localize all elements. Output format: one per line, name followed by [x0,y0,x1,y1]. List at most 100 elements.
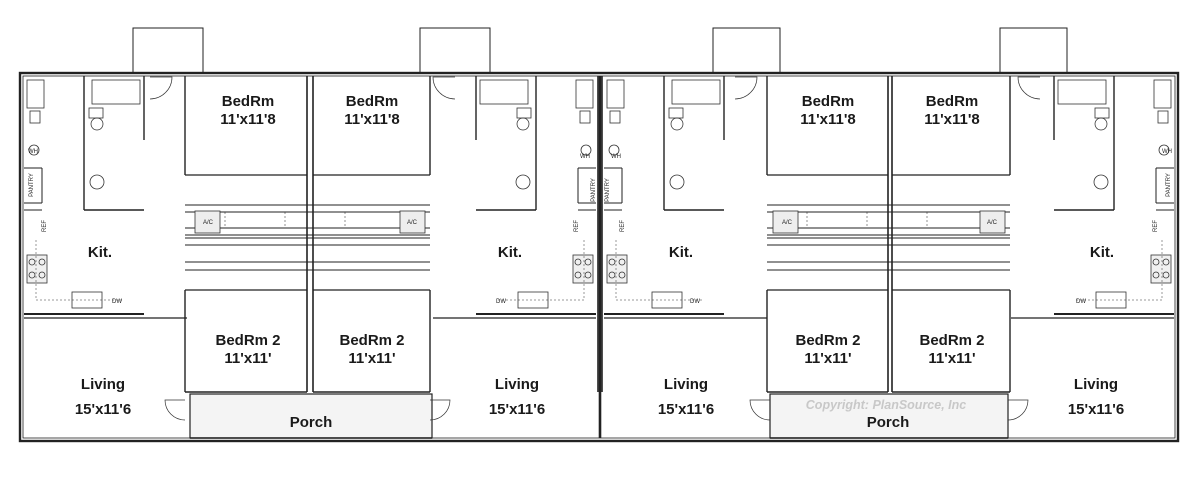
kitchen-label: Kit. [88,244,112,261]
washer [575,79,594,109]
burner [584,271,592,279]
chimney-box [132,27,204,74]
porch-label: Porch [867,414,910,431]
stove [26,254,48,284]
kitchen-label: Kit. [498,244,522,261]
ac-label: A/C [407,220,418,226]
dryer [609,110,621,124]
ac-unit-box [772,210,799,234]
toilet-tank [1094,107,1110,119]
toilet-tank [88,107,104,119]
burner [1162,271,1170,279]
dishwasher-label: DW [496,299,506,305]
toilet [516,117,530,131]
bedroom-size: 11'x11'8 [924,111,980,128]
bedroom2-label: BedRm 2 [795,332,860,349]
toilet-tank [668,107,684,119]
water-heater [580,144,592,156]
sink-basin [1093,174,1109,190]
door-swing [429,399,451,421]
bedroom-size: 11'x11'8 [220,111,276,128]
water-heater [1158,144,1170,156]
bathtub [1057,79,1107,105]
bedroom2-size: 11'x11' [348,350,395,367]
dishwasher-label: DW [1076,299,1086,305]
bedroom-size: 11'x11'8 [800,111,856,128]
pantry-label: PANTRY [1166,173,1172,197]
stove [572,254,594,284]
stove [606,254,628,284]
ac-unit-box [194,210,221,234]
burner [608,271,616,279]
burner [618,271,626,279]
door-swing [749,399,771,421]
door-swing [1017,76,1041,100]
bedroom2-label: BedRm 2 [919,332,984,349]
pantry-label: PANTRY [605,178,611,202]
porch-area [189,393,433,439]
living-label: Living [495,376,539,393]
water-heater-label: WH [611,154,621,160]
ref-label: REF [1153,220,1159,232]
dishwasher-label: DW [112,299,122,305]
walls [18,27,1180,443]
porch-area [769,393,1009,439]
chimney-box [712,27,781,74]
bedroom2-label: BedRm 2 [215,332,280,349]
burner [38,271,46,279]
bedroom2-size: 11'x11' [224,350,271,367]
burner [28,258,36,266]
bedroom-size: 11'x11'8 [344,111,400,128]
washer [606,79,625,109]
bedroom2-size: 11'x11' [928,350,975,367]
ac-unit-box [399,210,426,234]
fixtures [26,76,1172,421]
ac-unit-box [979,210,1006,234]
living-size: 15'x11'6 [1068,401,1124,418]
chimney-box [999,27,1068,74]
burner [584,258,592,266]
pantry-label: PANTRY [29,173,35,197]
bedroom-label: BedRm [802,93,855,110]
living-label: Living [81,376,125,393]
ac-label: A/C [203,220,214,226]
burner [574,258,582,266]
water-heater [608,144,620,156]
burner [1152,271,1160,279]
sink-basin [515,174,531,190]
toilet [90,117,104,131]
living-size: 15'x11'6 [489,401,545,418]
water-heater-label: WH [580,154,590,160]
ref-label: REF [620,220,626,232]
toilet [670,117,684,131]
ref-label: REF [42,220,48,232]
toilet [1094,117,1108,131]
burner [28,271,36,279]
burner [608,258,616,266]
chimney-box [419,27,491,74]
toilet-tank [516,107,532,119]
dryer [29,110,41,124]
bedroom2-size: 11'x11' [804,350,851,367]
bathtub [91,79,141,105]
dishwasher-label: DW [690,299,700,305]
ref-label: REF [574,220,580,232]
burner [1162,258,1170,266]
water-heater-label: WH [28,149,38,155]
sink-basin [89,174,105,190]
burner [1152,258,1160,266]
washer [1153,79,1172,109]
living-label: Living [664,376,708,393]
bedroom-label: BedRm [222,93,275,110]
door-swing [164,399,186,421]
sink-basin [669,174,685,190]
ac-label: A/C [782,220,793,226]
door-swing [734,76,758,100]
bathtub [479,79,529,105]
stove [1150,254,1172,284]
dryer [579,110,591,124]
bedroom2-label: BedRm 2 [339,332,404,349]
pantry-label: PANTRY [591,178,597,202]
door-swing [1007,399,1029,421]
copyright-watermark: Copyright: PlanSource, Inc [806,398,966,412]
